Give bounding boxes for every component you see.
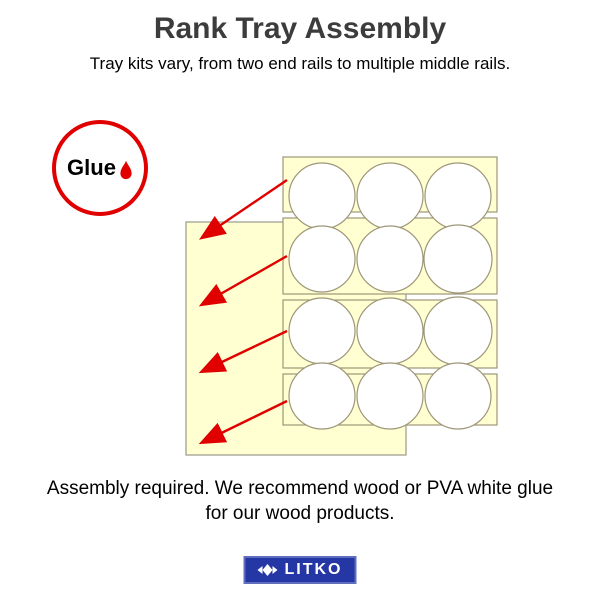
slot-circle bbox=[356, 225, 424, 293]
footer-text-line1: Assembly required. We recommend wood or … bbox=[46, 478, 554, 499]
slot-circle bbox=[424, 362, 492, 430]
glue-arrow-icon bbox=[198, 399, 288, 445]
slot-circle bbox=[356, 362, 424, 430]
slot-circle bbox=[424, 162, 492, 230]
glue-arrow-icon bbox=[199, 179, 288, 240]
slot-holes bbox=[288, 162, 493, 430]
slot-circle bbox=[423, 224, 493, 294]
glue-arrows bbox=[198, 179, 288, 445]
glue-arrow-icon bbox=[198, 254, 288, 307]
slot-circle bbox=[423, 296, 493, 366]
slot-circle bbox=[288, 162, 356, 230]
glue-drop-icon bbox=[120, 160, 132, 180]
glue-arrow-icon bbox=[198, 329, 288, 374]
slot-circle bbox=[288, 362, 356, 430]
slot-circle bbox=[288, 225, 356, 293]
page-title: Rank Tray Assembly bbox=[153, 12, 447, 45]
glue-badge: Glue bbox=[52, 120, 148, 216]
slot-circle bbox=[356, 162, 424, 230]
slot-circle bbox=[288, 297, 356, 365]
slot-circle bbox=[356, 297, 424, 365]
litko-diamond-icon bbox=[257, 564, 278, 576]
subtitle: Tray kits vary, from two end rails to mu… bbox=[89, 54, 511, 73]
footer-text-line2: for our wood products. bbox=[205, 503, 395, 524]
litko-logo: LITKO bbox=[243, 556, 357, 584]
litko-logo-text: LITKO bbox=[284, 561, 343, 578]
glue-label: Glue bbox=[67, 155, 116, 180]
